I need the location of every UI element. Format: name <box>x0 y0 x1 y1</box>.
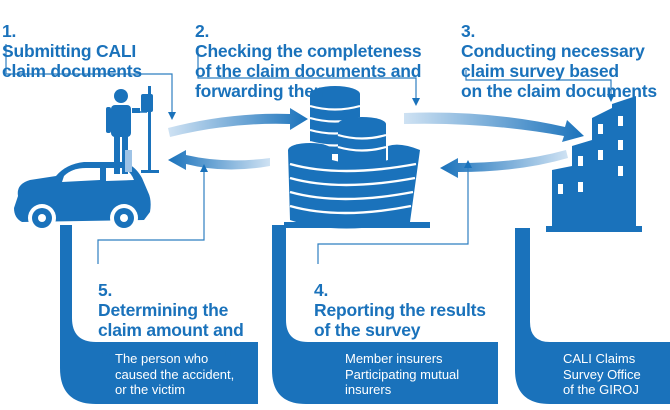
party-column-1 <box>60 225 258 404</box>
party-label-survey-office: CALI Claims Survey Office of the GIROJ <box>563 351 641 397</box>
arrow-step-5-to-claimant <box>168 150 270 170</box>
step-1-number: 1. <box>2 21 17 41</box>
step-3-label: 3. Conducting necessary claim survey bas… <box>461 1 657 101</box>
step-4-number: 4. <box>314 280 329 300</box>
step-5-number: 5. <box>98 280 113 300</box>
step-5-label: 5. Determining the claim amount and payi… <box>98 260 244 360</box>
step-2-label: 2. Checking the completeness of the clai… <box>195 1 422 101</box>
party-label-claimant: The person who caused the accident, or t… <box>115 351 235 397</box>
car-icon <box>14 162 151 232</box>
party-label-insurers: Member insurers Participating mutual ins… <box>345 351 460 397</box>
step-4-text: Reporting the results of the survey <box>314 300 486 340</box>
party-column-3 <box>515 228 670 404</box>
step-5-text: Determining the claim amount and paying … <box>98 300 244 360</box>
insurer-building-icon <box>284 86 430 229</box>
patient-icon <box>106 86 159 174</box>
arrow-step-2-to-survey-office <box>404 112 584 142</box>
step-3-number: 3. <box>461 21 476 41</box>
step-1-label: 1. Submitting CALI claim documents <box>2 1 142 81</box>
step-4-label: 4. Reporting the results of the survey <box>314 260 486 340</box>
step-2-number: 2. <box>195 21 210 41</box>
step-connectors <box>5 44 612 264</box>
connector-arrowheads <box>168 94 615 172</box>
step-1-text: Submitting CALI claim documents <box>2 41 142 81</box>
survey-office-building-icon <box>546 96 642 232</box>
party-column-2 <box>272 225 498 404</box>
step-3-text: Conducting necessary claim survey based … <box>461 41 657 101</box>
step-2-text: Checking the completeness of the claim d… <box>195 41 422 101</box>
arrow-step-1-to-insurer <box>168 108 308 137</box>
arrow-step-4-to-insurer <box>440 150 568 178</box>
